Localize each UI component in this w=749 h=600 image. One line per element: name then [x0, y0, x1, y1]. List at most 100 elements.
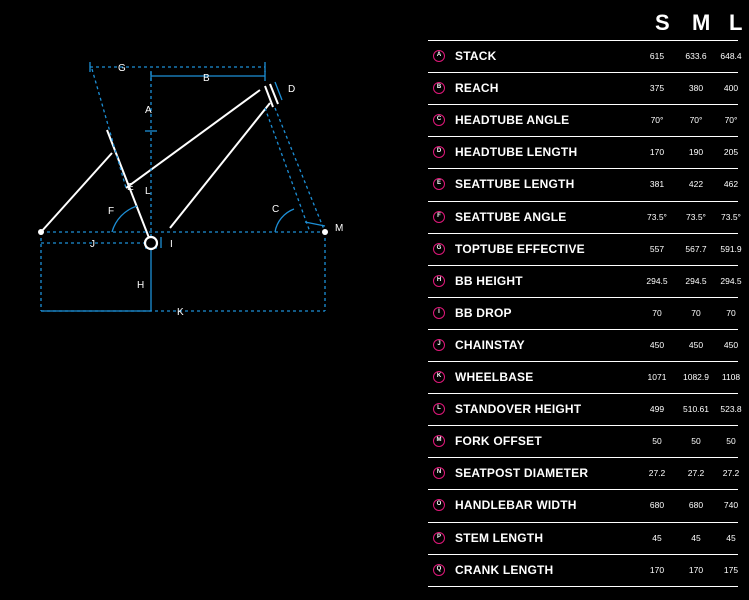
- row-label: TOPTUBE EFFECTIVE: [455, 241, 585, 256]
- seat-stay: [40, 152, 113, 233]
- value-l: 73.5°: [721, 211, 741, 222]
- value-l: 400: [723, 83, 739, 94]
- value-l: 27.2: [722, 468, 740, 479]
- value-m: 73.5°: [686, 211, 706, 222]
- row-label: HANDLEBAR WIDTH: [455, 498, 577, 513]
- row-badge: Q: [433, 563, 445, 576]
- row-badge: O: [433, 499, 445, 512]
- table-row: O HANDLEBAR WIDTH 680 680 740: [428, 489, 738, 522]
- row-label: SEATTUBE LENGTH: [455, 177, 575, 192]
- row-label: HEADTUBE LENGTH: [455, 145, 578, 160]
- size-header-m: M: [692, 10, 711, 35]
- value-s: 45: [652, 532, 662, 543]
- value-m: 450: [688, 339, 704, 350]
- label-f: F: [108, 206, 114, 217]
- value-l: 70°: [724, 115, 738, 126]
- value-l: 1108: [721, 372, 741, 382]
- value-s: 70: [652, 307, 662, 318]
- value-l: 462: [723, 179, 739, 190]
- value-l: 450: [723, 339, 739, 350]
- value-s: 27.2: [648, 468, 666, 479]
- value-l: 523.8: [720, 404, 742, 415]
- down-tube: [169, 102, 271, 229]
- value-s: 50: [652, 436, 662, 447]
- row-label: CHAINSTAY: [455, 337, 525, 352]
- label-k: K: [177, 307, 184, 318]
- table-row: N SEATPOST DIAMETER 27.2 27.2 27.2: [428, 457, 739, 490]
- head-tube-left: [264, 85, 274, 108]
- row-label: FORK OFFSET: [455, 434, 542, 449]
- row-label: CRANK LENGTH: [455, 562, 554, 577]
- label-l: L: [145, 186, 151, 197]
- row-badge: A: [433, 50, 445, 62]
- top-tube: [125, 89, 261, 189]
- row-badge: N: [433, 467, 445, 480]
- value-s: 381: [649, 179, 665, 190]
- row-badge: L: [433, 403, 445, 416]
- value-m: 633.6: [685, 51, 707, 61]
- value-m: 27.2: [687, 468, 705, 479]
- bottom-bracket-point: [143, 235, 159, 251]
- value-s: 680: [649, 500, 665, 511]
- table-row: I BB DROP 70 70 70: [428, 296, 738, 330]
- value-s: 450: [649, 339, 665, 350]
- value-s: 499: [649, 404, 665, 415]
- row-badge: M: [433, 435, 445, 448]
- row-label: HEADTUBE ANGLE: [455, 113, 570, 128]
- value-m: 70: [691, 307, 701, 318]
- label-g: G: [118, 63, 126, 74]
- value-l: 175: [723, 564, 739, 575]
- front-axle-point: [322, 229, 328, 235]
- row-label: BB DROP: [455, 305, 512, 320]
- label-d: D: [288, 84, 295, 95]
- size-header-s: S: [655, 10, 670, 35]
- value-s: 73.5°: [647, 211, 667, 222]
- value-m: 70°: [689, 115, 703, 126]
- row-badge: I: [433, 306, 445, 319]
- row-badge: H: [433, 274, 445, 287]
- table-row: L STANDOVER HEIGHT 499 510.61 523.8: [428, 393, 742, 426]
- geometry-diagram: G B D A E L F C M J I H K: [38, 62, 343, 318]
- row-badge: K: [433, 371, 445, 383]
- bike-frame: [40, 83, 279, 244]
- value-m: 380: [688, 83, 704, 94]
- row-badge: F: [433, 210, 445, 223]
- value-s: 375: [649, 83, 665, 94]
- value-s: 1071: [647, 372, 667, 382]
- row-badge: C: [433, 114, 445, 127]
- row-label: STANDOVER HEIGHT: [455, 402, 582, 417]
- value-m: 680: [688, 500, 704, 511]
- label-i: I: [170, 239, 173, 250]
- value-l: 45: [726, 532, 736, 543]
- size-header-l: L: [729, 10, 743, 35]
- value-s: 615: [649, 51, 665, 61]
- value-l: 591.9: [720, 243, 742, 254]
- value-l: 70: [726, 307, 736, 318]
- dimension-lines: [40, 62, 326, 312]
- row-label: STACK: [455, 49, 497, 63]
- value-l: 740: [723, 500, 739, 511]
- row-badge: G: [433, 242, 445, 255]
- row-label: SEATPOST DIAMETER: [455, 466, 589, 481]
- rear-axle-point: [38, 229, 44, 235]
- label-h: H: [137, 280, 144, 291]
- value-m: 45: [691, 532, 701, 543]
- row-label: STEM LENGTH: [455, 530, 544, 545]
- value-m: 294.5: [685, 275, 707, 286]
- row-label: REACH: [455, 81, 499, 96]
- value-m: 190: [688, 147, 704, 158]
- value-m: 50: [691, 436, 701, 447]
- value-m: 510.61: [683, 404, 709, 415]
- value-s: 294.5: [646, 275, 668, 286]
